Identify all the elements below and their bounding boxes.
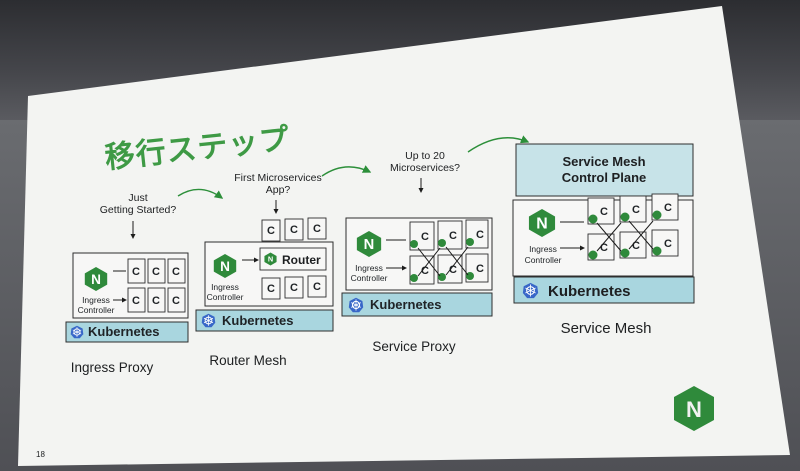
svg-text:C: C [664, 238, 672, 250]
stage4-label: Service Mesh [561, 320, 652, 337]
stage2-kubernetes-bar [195, 309, 334, 332]
svg-text:C: C [600, 206, 608, 218]
svg-text:C: C [172, 266, 180, 278]
svg-text:Controller: Controller [207, 292, 244, 302]
control-plane-line2: Control Plane [562, 170, 647, 185]
svg-text:C: C [313, 223, 321, 235]
stage4-kubernetes-bar [513, 276, 695, 304]
stage2-label: Router Mesh [209, 353, 286, 368]
stage-ingress-proxy: Just Getting Started? Ingress Controller… [65, 192, 189, 375]
svg-text:C: C [449, 230, 457, 242]
stage3-question-line1: Up to 20 [405, 150, 445, 162]
svg-text:C: C [290, 224, 298, 236]
svg-text:C: C [632, 240, 640, 252]
svg-text:C: C [267, 225, 275, 237]
svg-text:C: C [476, 263, 484, 275]
control-plane-box [515, 143, 694, 197]
page-number: 18 [36, 450, 45, 459]
svg-text:C: C [152, 295, 160, 307]
step-arrow-1 [177, 188, 224, 199]
svg-text:C: C [152, 266, 160, 278]
stage3-kubernetes-bar [341, 292, 493, 317]
svg-text:C: C [132, 266, 140, 278]
svg-text:C: C [664, 202, 672, 214]
stage3-label: Service Proxy [372, 339, 456, 354]
svg-text:Controller: Controller [78, 305, 115, 315]
stage-service-proxy: Up to 20 Microservices? Ingress Controll… [341, 150, 493, 354]
svg-text:C: C [313, 281, 321, 293]
svg-text:C: C [449, 264, 457, 276]
svg-text:C: C [632, 204, 640, 216]
router-label: Router [282, 253, 321, 267]
svg-text:C: C [600, 242, 608, 254]
stage1-label: Ingress Proxy [71, 360, 154, 375]
stage2-bottom-services: C C C [261, 275, 327, 300]
svg-text:Ingress: Ingress [82, 295, 110, 305]
stage2-question-line1: First Microservices [234, 172, 322, 184]
svg-text:C: C [132, 295, 140, 307]
svg-text:C: C [267, 283, 275, 295]
nginx-brand-logo: N [674, 386, 714, 431]
stage2-question-line2: App? [266, 184, 291, 196]
svg-text:C: C [476, 229, 484, 241]
svg-text:N: N [686, 397, 702, 422]
stage-router-mesh: First Microservices App? Ingress Control… [195, 172, 334, 368]
stage2-top-services: C C C [261, 217, 327, 242]
stage1-kubernetes-label: Kubernetes [88, 324, 160, 339]
stage1-services: C C C C C C [113, 258, 186, 313]
svg-text:C: C [421, 231, 429, 243]
stage1-kubernetes-bar [65, 321, 189, 343]
stage4-kubernetes-label: Kubernetes [548, 283, 631, 300]
stage-service-mesh: Service Mesh Control Plane Ingress Contr… [512, 143, 695, 337]
svg-text:Ingress: Ingress [211, 282, 239, 292]
stage3-services: C C C C C C [386, 219, 489, 285]
router-box [259, 247, 327, 271]
control-plane-line1: Service Mesh [562, 154, 645, 169]
svg-text:Ingress: Ingress [529, 244, 557, 254]
stage4-services: C C C C C C [560, 193, 679, 261]
svg-text:Ingress: Ingress [355, 263, 383, 273]
step-arrow-3 [467, 135, 530, 153]
stage1-question-line1: Just [128, 192, 147, 204]
svg-text:Controller: Controller [351, 273, 388, 283]
svg-text:C: C [421, 265, 429, 277]
stage2-kubernetes-label: Kubernetes [222, 313, 294, 328]
svg-text:C: C [172, 295, 180, 307]
svg-text:Controller: Controller [525, 255, 562, 265]
svg-text:C: C [290, 282, 298, 294]
step-arrow-2 [321, 165, 372, 177]
stage3-kubernetes-label: Kubernetes [370, 297, 442, 312]
stage3-question-line2: Microservices? [390, 162, 460, 174]
stage1-question-line2: Getting Started? [100, 204, 177, 216]
